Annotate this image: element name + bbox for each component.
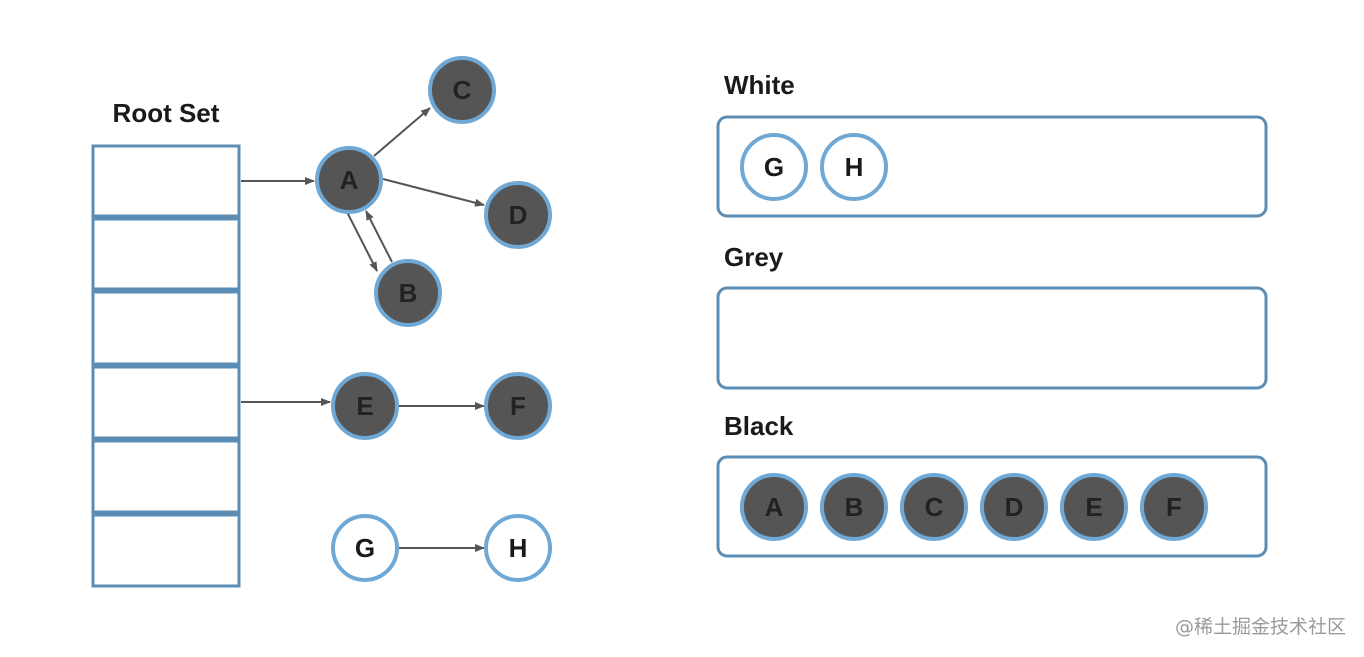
black-member-e: E <box>1060 473 1128 541</box>
root-slot-3 <box>91 290 241 366</box>
node-a: A <box>315 146 383 214</box>
node-b: B <box>374 259 442 327</box>
black-member-f: F <box>1140 473 1208 541</box>
edges <box>241 107 485 552</box>
edge-b-to-a <box>365 210 393 263</box>
white-member-h-label: H <box>845 152 864 182</box>
root-slot-2 <box>91 217 241 291</box>
white-set-title: White <box>724 70 795 100</box>
node-b-label: B <box>399 278 418 308</box>
node-g-label: G <box>355 533 375 563</box>
node-f: F <box>484 372 552 440</box>
root-set-stack <box>91 144 241 588</box>
node-h-label: H <box>509 533 528 563</box>
black-member-b: B <box>820 473 888 541</box>
node-a-label: A <box>340 165 359 195</box>
node-e-label: E <box>356 391 373 421</box>
node-c-label: C <box>453 75 472 105</box>
white-set-members: G H <box>740 133 888 201</box>
black-member-e-label: E <box>1085 492 1102 522</box>
black-member-a: A <box>740 473 808 541</box>
node-d: D <box>484 181 552 249</box>
edge-a-to-c <box>373 107 431 157</box>
grey-set-title: Grey <box>724 242 784 272</box>
root-slot-4 <box>91 365 241 440</box>
node-c: C <box>428 56 496 124</box>
root-set-title: Root Set <box>113 98 220 128</box>
root-slot-1 <box>91 144 241 218</box>
node-e: E <box>331 372 399 440</box>
node-d-label: D <box>509 200 528 230</box>
white-member-g-label: G <box>764 152 784 182</box>
node-g: G <box>331 514 399 582</box>
node-h: H <box>484 514 552 582</box>
black-member-b-label: B <box>845 492 864 522</box>
black-member-d-label: D <box>1005 492 1024 522</box>
edge-a-to-b <box>346 211 378 272</box>
black-member-d: D <box>980 473 1048 541</box>
watermark: @稀土掘金技术社区 <box>1174 616 1346 638</box>
grey-set-box <box>716 286 1268 390</box>
graph-nodes: A C D B E F G H <box>315 56 552 582</box>
white-member-g: G <box>740 133 808 201</box>
white-set-box <box>716 115 1268 218</box>
white-member-h: H <box>820 133 888 201</box>
node-f-label: F <box>510 391 526 421</box>
black-set-box <box>716 455 1268 558</box>
root-slot-5 <box>91 439 241 514</box>
black-member-c-label: C <box>925 492 944 522</box>
black-member-c: C <box>900 473 968 541</box>
black-set-members: A B C D E F <box>740 473 1208 541</box>
black-member-a-label: A <box>765 492 784 522</box>
root-slot-6 <box>91 513 241 588</box>
black-set-title: Black <box>724 411 794 441</box>
black-member-f-label: F <box>1166 492 1182 522</box>
edge-a-to-d <box>382 178 485 207</box>
